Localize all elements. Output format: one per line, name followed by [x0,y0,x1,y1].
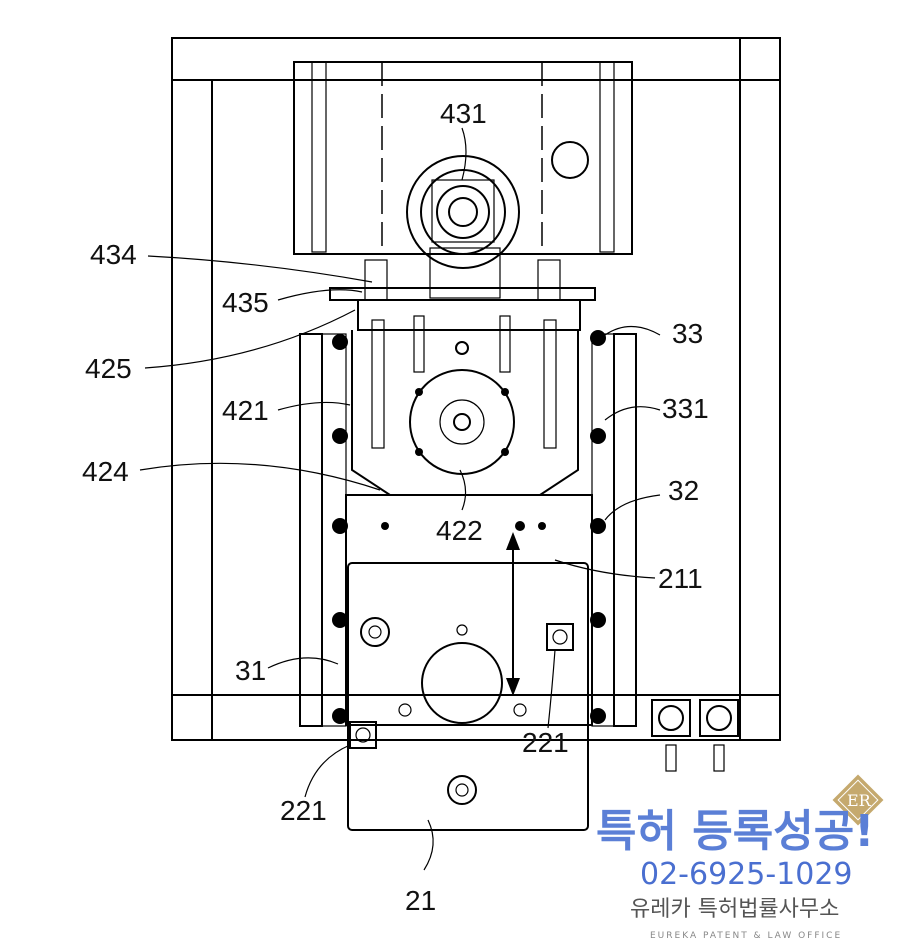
watermark-phone: 02-6925-1029 [640,857,853,892]
label-434: 434 [90,239,137,270]
label-421: 421 [222,395,269,426]
label-331: 331 [662,393,709,424]
label-435: 435 [222,287,269,318]
label-211: 211 [658,563,703,594]
label-21: 21 [405,885,436,916]
watermark-stamp: ER 특허 등록성공! 02-6925-1029 유레카 특허법률사무소 EUR… [596,775,883,941]
fittings [652,700,738,771]
outer-frame [172,38,780,740]
label-33: 33 [672,318,703,349]
label-424: 424 [82,456,129,487]
mount-assembly [330,248,595,495]
watermark-firm-english: EUREKA PATENT & LAW OFFICE [650,931,842,941]
watermark-firm-korean: 유레카 특허법률사무소 [630,897,839,922]
motor-housing [294,62,632,268]
leader-lines [140,128,660,870]
label-425: 425 [85,353,132,384]
label-422: 422 [436,515,483,546]
label-221-right: 221 [522,727,569,758]
label-32: 32 [668,475,699,506]
label-31: 31 [235,655,266,686]
label-221-left: 221 [280,795,327,826]
label-431: 431 [440,98,487,129]
watermark-headline: 특허 등록성공! [596,806,874,857]
